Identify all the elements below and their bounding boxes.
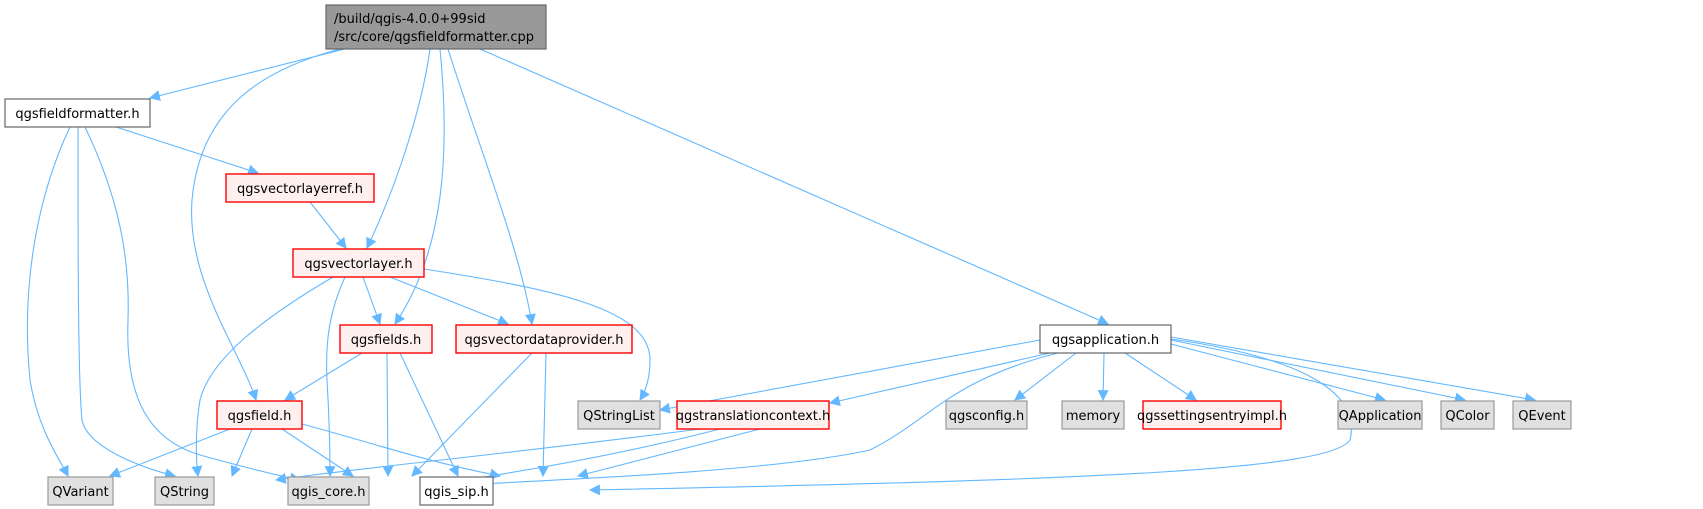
node-box [1039,324,1172,354]
node-QEvent: QEvent [1512,400,1572,430]
node-label: /build/qgis-4.0.0+99sid [334,12,485,27]
node-box [577,400,661,430]
edge-qgstranslationcontext-to-QString [274,428,701,484]
edge-qgsapplication-to-qgis_sip [588,338,1352,496]
edge-qgsfieldformatter-to-qgis_core [84,126,302,484]
node-label: qgsfield.h [228,409,292,424]
edge-qgsvectordataprovider-to-qgis_sip [537,352,549,478]
node-box [4,98,151,128]
node-box [455,324,633,354]
edge-qgsvectorlayer-to-qgsvectordataprovider [389,276,510,326]
node-box [339,324,433,354]
edge-qgsapplication-to-qgstranslationcontext [828,352,1051,407]
node-label: qgis_core.h [292,485,366,500]
edge-qgsfieldformatter-to-QVariant [26,126,71,477]
edge-qgsapplication-to-QColor [1170,339,1467,404]
edge-qgsfields-to-qgsfield [284,352,363,401]
edge-root-to-qgsvectorlayer [366,48,431,249]
node-label: qgis_sip.h [424,485,488,500]
edge-root-to-qgsfields [394,48,445,325]
node-qgsfieldformatter[interactable]: qgsfieldformatter.h [4,98,151,128]
edge-qgsapplication-to-qgis_core [418,352,1059,492]
node-label: qgsconfig.h [949,409,1024,424]
node-QStringList: QStringList [577,400,661,430]
edge-qgsfields-to-qgis_sip [399,352,459,477]
node-qgssettingsentryimpl[interactable]: qgssettingsentryimpl.h [1137,400,1287,430]
node-qgsvectorlayerref[interactable]: qgsvectorlayerref.h [225,173,375,203]
node-box [216,400,303,430]
node-label: qgstranslationcontext.h [676,409,831,424]
edge-qgsvectorlayer-to-QString [191,276,334,478]
node-box [1142,400,1282,430]
node-box [945,400,1028,430]
node-label: qgsvectordataprovider.h [465,333,624,348]
node-label: /src/core/qgsfieldformatter.cpp [334,30,534,45]
node-box [676,400,830,430]
node-root[interactable]: /build/qgis-4.0.0+99sid/src/core/qgsfiel… [325,4,547,50]
node-label: qgsfields.h [351,333,421,348]
node-qgstranslationcontext[interactable]: qgstranslationcontext.h [676,400,831,430]
edge-qgsapplication-to-qgsconfig [1014,352,1077,401]
edge-qgsvectordataprovider-to-qgis_core [411,352,533,477]
edge-qgsfield-to-QVariant [108,428,231,478]
edge-qgstranslationcontext-to-qgis_sip [576,428,761,479]
node-qgis_sip[interactable]: qgis_sip.h [419,476,494,506]
node-box [325,4,547,50]
edge-qgsfieldformatter-to-QString [77,126,177,480]
node-box [1061,400,1125,430]
node-box [1440,400,1495,430]
edge-qgsfield-to-qgis_core [281,428,354,477]
edge-qgsvectorlayerref-to-qgsvectorlayer [309,201,347,249]
edge-qgsfield-to-qgis_sip [301,423,502,480]
node-qgsconfig: qgsconfig.h [945,400,1028,430]
edge-root-to-qgsfield [191,48,341,402]
node-QApplication: QApplication [1337,400,1423,430]
node-memory: memory [1061,400,1125,430]
node-box [47,476,114,506]
edge-qgsapplication-to-QApplication [1170,343,1387,403]
node-QColor: QColor [1440,400,1495,430]
node-qgsfield[interactable]: qgsfield.h [216,400,303,430]
node-label: QVariant [52,485,108,500]
edge-qgsvectorlayer-to-QStringList [423,268,651,401]
node-box [292,248,425,278]
edge-qgsvectorlayer-to-qgsfields [362,276,382,326]
node-qgsapplication[interactable]: qgsapplication.h [1039,324,1172,354]
node-label: QColor [1445,409,1490,424]
node-label: qgsvectorlayerref.h [237,182,363,197]
node-box [225,173,375,203]
edge-qgsfieldformatter-to-qgsvectorlayerref [115,126,260,176]
edge-qgsfield-to-QString [230,428,253,478]
edge-qgsfields-to-qgis_core [382,352,394,478]
node-box [1512,400,1572,430]
edge-qgsapplication-to-QStringList [658,339,1041,414]
edges-layer [26,48,1537,496]
node-qgis_core: qgis_core.h [287,476,370,506]
edge-qgsvectorlayer-to-qgis_core [324,276,346,478]
nodes-layer: /build/qgis-4.0.0+99sid/src/core/qgsfiel… [4,4,1572,506]
node-QString: QString [154,476,215,506]
node-label: QStringList [583,409,655,424]
node-label: qgssettingsentryimpl.h [1137,409,1287,424]
node-box [154,476,215,506]
node-label: QApplication [1339,409,1422,424]
node-label: QEvent [1518,409,1565,424]
node-box [287,476,370,506]
node-qgsvectordataprovider[interactable]: qgsvectordataprovider.h [455,324,633,354]
node-label: QString [160,485,209,500]
node-QVariant: QVariant [47,476,114,506]
node-label: memory [1066,409,1121,424]
edge-root-to-qgsapplication [479,48,1110,326]
edge-qgsapplication-to-memory [1097,352,1109,402]
node-label: qgsfieldformatter.h [15,107,139,122]
node-box [419,476,494,506]
node-qgsfields[interactable]: qgsfields.h [339,324,433,354]
edge-qgsapplication-to-QEvent [1170,336,1537,404]
node-box [1337,400,1423,430]
node-qgsvectorlayer[interactable]: qgsvectorlayer.h [292,248,425,278]
edge-qgsapplication-to-qgssettingsentryimpl [1124,352,1197,401]
edge-root-to-qgsvectordataprovider [447,48,536,326]
node-label: qgsapplication.h [1052,333,1159,348]
node-label: qgsvectorlayer.h [304,257,412,272]
